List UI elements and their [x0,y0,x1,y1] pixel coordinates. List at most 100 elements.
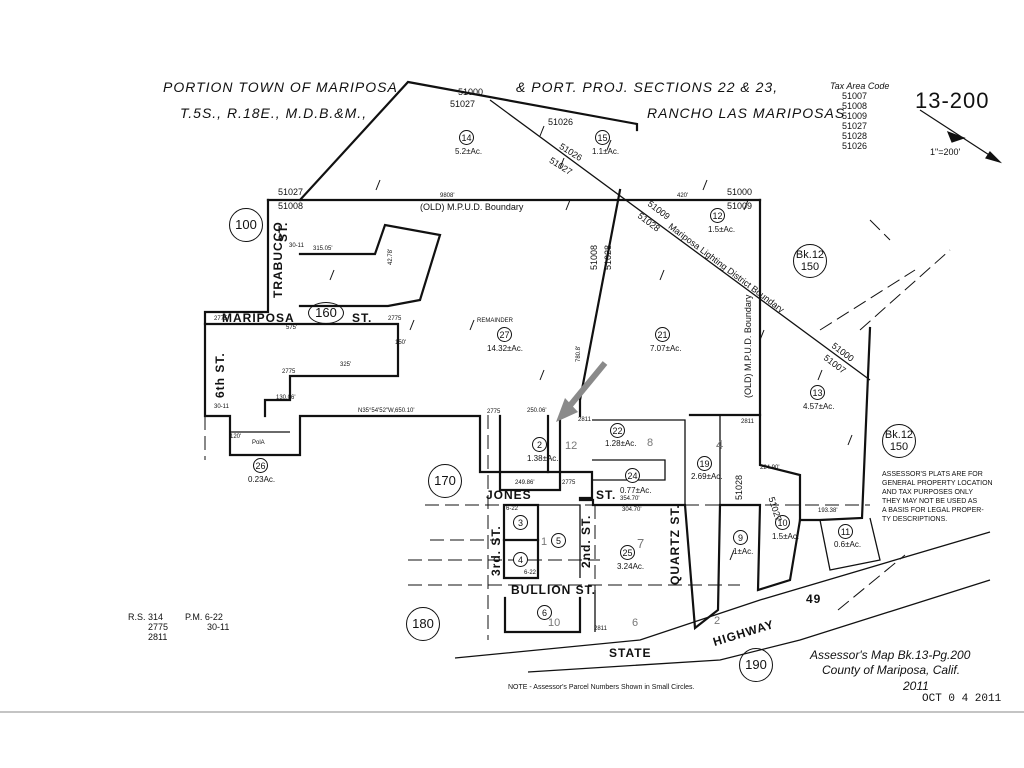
ref-number: 2775 [388,316,402,322]
tax-code-label: 51028 [603,244,613,270]
disclaimer-line: TY DESCRIPTIONS. [882,516,948,523]
parcel-number: 26 [253,458,268,473]
street-mariposa: MARIPOSA [222,311,295,325]
distance-label: 575' [286,325,298,331]
parcel-number: 9 [733,530,748,545]
ref-number: 2811 [741,419,754,425]
parcel-area: 1.5±Ac. [708,225,736,234]
ref-number: 2775 [487,409,501,415]
parcel-number: 15 [595,130,610,145]
block-ref-160: 160 [308,302,344,324]
distance-label: 249.86' [515,480,535,486]
bearing-label: N35°54'52"W,650.10' [358,408,415,414]
tax-code-label: 51000 [727,187,753,197]
ref-number: 30-11 [289,243,304,249]
distance-label: 420' [677,193,689,199]
parcel-area: 1.38±Ac. [527,454,559,463]
bk12-page: 150 [800,261,820,273]
tax-code: 51026 [842,141,868,151]
ref-number: 30-11 [214,404,229,410]
parcel-area: 2.69±Ac. [691,472,723,481]
lot-number: 12 [565,440,578,452]
mariposa-st-south [203,322,400,418]
distance-label: 354.70' [620,496,640,502]
ref-number: 2775 [148,622,169,632]
tax-code-label: 51028 [734,474,744,500]
distance-label: 42.78' [388,248,394,265]
survey-ref: R.S. 314 [128,612,164,622]
disclaimer-line: AND TAX PURPOSES ONLY [882,489,974,496]
tax-code: 51009 [842,111,868,121]
distance-label: 150' [395,340,407,346]
parcel-area: 3.24Ac. [617,562,645,571]
tax-area-legend: Tax Area Code 51007 51008 51009 51027 51… [830,81,889,151]
parcel-number: 3 [513,515,528,530]
parcel-number: 11 [838,524,853,539]
disclaimer: ASSESSOR'S PLATS ARE FOR GENERAL PROPERT… [882,470,993,524]
parcel-area: 1.1±Ac. [592,147,620,156]
ref-number: 2775 [282,369,296,375]
highway-line-1 [454,531,991,659]
street-third: 3rd. ST. [489,525,503,576]
distance-label: 780.8' [576,345,582,362]
header-line1-right: & PORT. PROJ. SECTIONS 22 & 23, [516,79,779,95]
street-quartz: QUARTZ ST. [668,504,682,585]
header-line1-left: PORTION TOWN OF MARIPOSA [163,79,398,95]
ref-number: 2811 [594,626,607,632]
tax-code: 51008 [842,101,868,111]
parcel-number: 13 [810,385,825,400]
tax-code-label: 51027 [278,187,304,197]
street-bullion: BULLION ST. [511,583,596,597]
parcel-number: 25 [620,545,635,560]
distance-label: 224.90' [760,465,780,471]
ref-number: 2811 [578,417,591,423]
street-state: STATE [609,646,652,660]
parcel-number: 10 [775,515,790,530]
tax-code: 51027 [842,121,868,131]
parcel-number: 22 [610,423,625,438]
parcel-area: 1±Ac. [733,547,754,556]
highway-number: 49 [806,592,822,606]
lot-number: 6 [632,617,639,629]
ref-number: 2775 [562,480,576,486]
header-line2-right: RANCHO LAS MARIPOSAS [647,105,846,121]
street-sixth: 6th ST. [213,352,227,398]
map-year: 2011 [903,679,929,693]
remainder-notch [298,223,442,308]
mpud-vertical-label: (OLD) M.P.U.D. Boundary [743,294,753,398]
north-arrow [919,109,1003,164]
footer-note: NOTE - Assessor's Parcel Numbers Shown i… [508,684,695,691]
bk12-page: 150 [889,441,909,453]
distance-label: 304.70' [622,507,642,513]
tax-code-label: 51009 [727,201,753,211]
distance-label: 250.06' [527,408,547,414]
parcel-area: 7.07±Ac. [650,344,682,353]
distance-label: 315.05' [313,246,333,252]
distance-label: 120' [230,434,242,440]
ref-label: PolA [252,440,265,446]
distance-label: 325' [340,362,352,368]
street-jones-st: ST. [596,488,617,502]
bk12-label: Bk.12 [884,429,914,441]
parcel-area: 0.6±Ac. [834,540,862,549]
distance-label: 193.38' [818,508,838,514]
parcel-number: 6 [537,605,552,620]
bk12-label: Bk.12 [795,249,825,261]
block-ref-180: 180 [406,607,440,641]
tax-code: 51007 [842,91,868,101]
parcel-area: 0.77±Ac. [620,486,652,495]
ref-number: 2775 [214,316,228,322]
dashed-east-border [869,219,891,241]
parcel-number: 12 [710,208,725,223]
parcel-area: 1.5±Ac. [772,532,800,541]
tax-code-label: 51008 [589,244,599,270]
parcel-number: 2 [532,437,547,452]
top-boundary [298,80,639,202]
disclaimer-line: THEY MAY NOT BE USED AS [882,498,978,505]
map-number: 13-200 [915,88,990,113]
map-reference: Assessor's Map Bk.13-Pg.200 [810,648,971,662]
